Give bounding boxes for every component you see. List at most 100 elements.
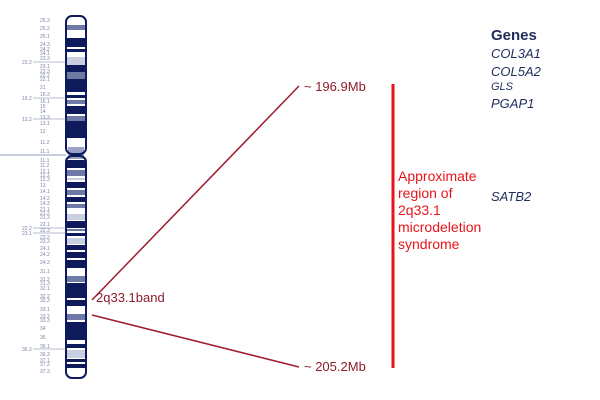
band-tick-label: 16.1 — [40, 99, 50, 105]
band-tick-label: 12.3 — [40, 177, 50, 183]
band-tick-label: 13.1 — [40, 121, 50, 127]
band — [66, 344, 86, 348]
gene: PGAP1 — [491, 96, 535, 111]
band-tick-label: 37.1 — [40, 358, 50, 364]
band-tick-label: 22.3 — [40, 69, 50, 75]
band — [66, 38, 86, 47]
band-tick-label: 21.1 — [40, 207, 50, 213]
band-tick-label: 11.2 — [40, 140, 50, 146]
region-label-line: region of — [398, 185, 453, 201]
band — [66, 197, 86, 202]
band-tick-label: 21 — [40, 85, 46, 91]
band-tick-label: 31.3 — [40, 281, 50, 287]
band — [66, 100, 86, 104]
band — [66, 300, 86, 306]
gene: GLS — [491, 81, 514, 93]
band-side-label: 13.2 — [22, 117, 32, 123]
band-tick-label: 11.1 — [40, 158, 50, 164]
band-tick-label: 32.3 — [40, 298, 50, 304]
band-tick-label: 37.2 — [40, 362, 50, 368]
genes-title: Genes — [491, 27, 537, 44]
band-tick-label: 25.3 — [40, 18, 50, 24]
region-label-line: Approximate — [398, 168, 477, 184]
band-tick-label: 31.2 — [40, 277, 50, 283]
band-tick-label: 31.1 — [40, 269, 50, 275]
gene: COL5A2 — [491, 64, 541, 79]
band-tick-label: 37.3 — [40, 369, 50, 375]
band-tick-label: 21.2 — [40, 211, 50, 217]
gene: COL3A1 — [491, 46, 541, 61]
band-tick-label: 23.3 — [40, 56, 50, 62]
band — [66, 72, 86, 79]
band — [66, 322, 86, 340]
band — [66, 65, 86, 72]
band — [66, 214, 86, 220]
band-tick-label: 23.3 — [40, 239, 50, 245]
band — [66, 57, 86, 65]
band-tick-label: 12.2 — [40, 173, 50, 179]
band — [66, 276, 86, 282]
band — [66, 252, 86, 258]
region-label-line: syndrome — [398, 236, 460, 252]
band-tick-label: 22.1 — [40, 77, 50, 83]
band — [66, 359, 86, 362]
region-label-line: 2q33.1 — [398, 202, 441, 218]
band-tick-label: 13.3 — [40, 115, 50, 121]
band-side-label: 23.2 — [22, 60, 32, 66]
band — [66, 95, 86, 98]
band-tick-label: 32.1 — [40, 286, 50, 292]
band-tick-label: 34 — [40, 326, 46, 332]
q-arm-outline — [65, 155, 87, 379]
band — [66, 49, 86, 52]
band-tick-label: 22.3 — [40, 228, 50, 234]
band — [66, 283, 86, 298]
band — [66, 182, 86, 188]
band-tick-label: 36.1 — [40, 344, 50, 350]
band-tick-label: 22.2 — [40, 73, 50, 79]
band — [66, 79, 86, 92]
band — [66, 221, 86, 228]
band-tick-label: 24.2 — [40, 252, 50, 258]
band — [66, 364, 86, 368]
band-tick-label: 13 — [40, 183, 46, 189]
band-tick-label: 24.3 — [40, 42, 50, 48]
end-position: ~ 205.2Mb — [304, 359, 366, 374]
band-tick-label: 11.1 — [40, 149, 50, 155]
band-tick-label: 24.1 — [40, 246, 50, 252]
band-tick-label: 12.1 — [40, 169, 50, 175]
band-tick-label: 21.3 — [40, 215, 50, 221]
band — [66, 190, 86, 195]
chromosome-ideogram: 25.325.225.124.324.224.123.323.122.322.2… — [0, 15, 87, 379]
band-tick-label: 16.3 — [40, 92, 50, 98]
band-tick-label: 24.1 — [40, 51, 50, 57]
band — [66, 106, 86, 114]
band-tick-label: 14.1 — [40, 189, 50, 195]
band-side-label: 36.2 — [22, 347, 32, 353]
band — [66, 350, 86, 358]
band-tick-label: 24.3 — [40, 260, 50, 266]
zoom-line-top — [91, 85, 300, 301]
band — [66, 121, 86, 138]
band-tick-label: 33.3 — [40, 318, 50, 324]
gene: SATB2 — [491, 189, 532, 204]
band-tick-label: 14.3 — [40, 201, 50, 207]
band-tick-label: 11.2 — [40, 163, 50, 169]
band — [66, 204, 86, 208]
band-tick-label: 24.2 — [40, 47, 50, 53]
band-tick-label: 32.2 — [40, 294, 50, 300]
band-tick-label: 33.1 — [40, 307, 50, 313]
band — [66, 229, 86, 231]
band — [66, 178, 86, 180]
band-tick-label: 23.2 — [40, 235, 50, 241]
band-tick-label: 12 — [40, 129, 46, 135]
band-tick-label: 25.1 — [40, 34, 50, 40]
band — [66, 233, 86, 236]
band-tick-label: 35 — [40, 335, 46, 341]
band-tick-label: 22.1 — [40, 222, 50, 228]
band — [66, 25, 86, 30]
band-side-label: 23.1 — [22, 231, 32, 237]
band — [66, 170, 86, 176]
band-tick-label: 33.2 — [40, 314, 50, 320]
